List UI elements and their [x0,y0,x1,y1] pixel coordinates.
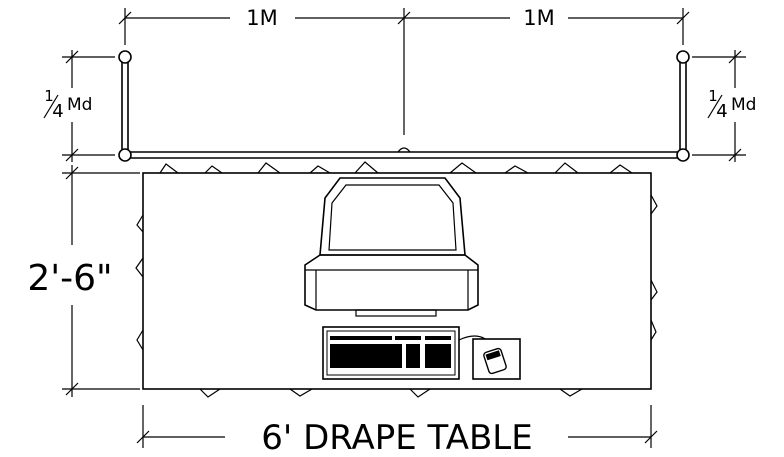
top-right-span-label: 1M [523,6,554,30]
left-fraction-num: 1 [44,87,54,105]
left-post-dimension: 1 4 Md [43,50,115,162]
left-post-height-label: Md [67,95,92,115]
right-fraction-den: 4 [716,101,727,122]
right-post-height-label: Md [731,95,756,115]
right-fraction-num: 1 [708,87,718,105]
top-dimension: 1M 1M [118,6,690,135]
table-length-label: 6' DRAPE TABLE [261,418,532,457]
table-depth-label: 2'-6" [27,258,112,299]
mouse-icon [472,338,521,380]
top-left-span-label: 1M [246,6,277,30]
left-fraction-den: 4 [52,101,63,122]
depth-dimension: 2'-6" [27,165,140,397]
drape-frame [118,50,690,162]
right-post-dimension: 1 4 Md [692,50,756,162]
monitor-icon [304,177,479,317]
length-dimension: 6' DRAPE TABLE [136,405,658,457]
keyboard-icon [322,326,498,380]
